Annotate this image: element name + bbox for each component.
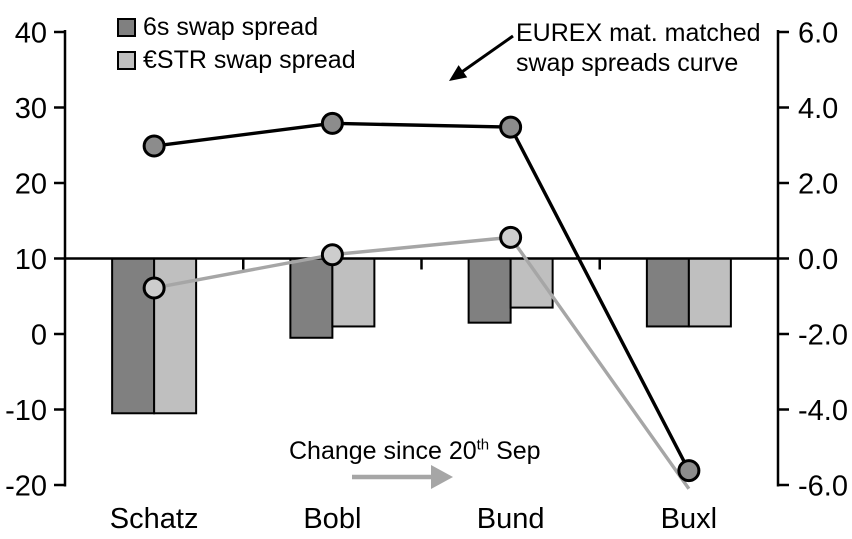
left-axis-label-10: 10 [15,244,47,276]
legend-label-estr: €STR swap spread [143,46,356,74]
left-axis-label-40: 40 [15,17,47,49]
category-label-buxl: Buxl [661,503,717,535]
change-annotation-superscript: th [476,436,490,454]
change-arrow-head [431,465,453,489]
legend-item-estr: €STR swap spread [117,44,356,77]
marker-6s-swap-spread-curve-schatz [142,134,166,158]
left-axis-label--20: -20 [5,470,47,502]
legend-swatch-6s [117,18,136,37]
marker-str-swap-spread-curve-schatz [142,276,166,300]
change-annotation-suffix: Sep [489,437,541,465]
curve-annotation: EUREX mat. matched swap spreads curve [516,18,761,78]
change-annotation-prefix: Change since 20 [289,437,477,465]
left-axis-label-30: 30 [15,93,47,125]
curve-annotation-arrow-head [449,65,468,81]
curve-annotation-line1: EUREX mat. matched [516,19,761,47]
right-axis-label-0.0: 0.0 [798,244,838,276]
right-axis-label-4.0: 4.0 [798,93,838,125]
marker-6s-swap-spread-curve-bobl [320,111,344,135]
bar-str-swap-spread-buxl [687,257,732,328]
category-label-schatz: Schatz [110,503,199,535]
category-label-bund: Bund [477,503,545,535]
right-axis-label--6.0: -6.0 [798,470,848,502]
right-axis-label--2.0: -2.0 [798,319,848,351]
marker-str-swap-spread-curve-bund [499,225,523,249]
bar-6s-swap-spread-bobl [289,257,334,339]
left-axis-label-0: 0 [31,319,47,351]
right-axis-label-2.0: 2.0 [798,168,838,200]
right-axis-label--4.0: -4.0 [798,395,848,427]
left-axis-label-20: 20 [15,168,47,200]
category-label-bobl: Bobl [303,503,361,535]
bar-6s-swap-spread-bund [467,257,512,324]
left-axis-label--10: -10 [5,395,47,427]
line-str-swap-spread-curve [153,235,691,490]
bar-6s-swap-spread-buxl [645,257,690,328]
legend-item-6s: 6s swap spread [117,11,356,44]
legend-label-6s: 6s swap spread [143,13,319,41]
marker-str-swap-spread-curve-bobl [320,243,344,267]
bar-str-swap-spread-bobl [331,257,376,328]
change-annotation: Change since 20th Sep [289,437,541,466]
curve-annotation-arrow-line [458,34,514,75]
line-6s-swap-spread-curve [153,121,691,472]
right-axis-label-6.0: 6.0 [798,17,838,49]
marker-6s-swap-spread-curve-buxl [677,459,701,483]
legend: 6s swap spread €STR swap spread [117,11,356,77]
legend-swatch-estr [117,51,136,70]
marker-6s-swap-spread-curve-bund [499,115,523,139]
curve-annotation-line2: swap spreads curve [516,49,739,77]
